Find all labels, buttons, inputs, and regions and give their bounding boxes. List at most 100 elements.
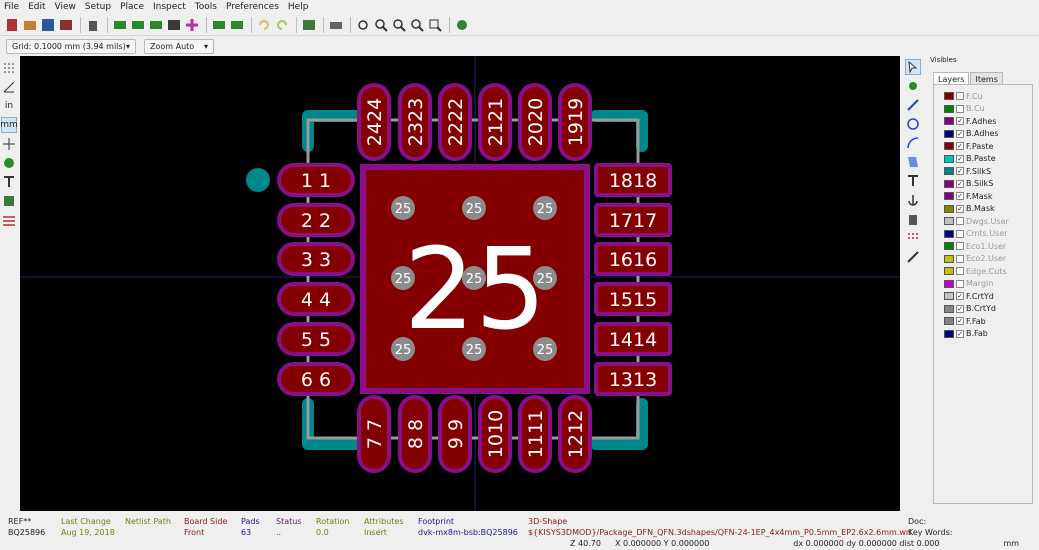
- pad[interactable]: 8 8: [398, 395, 432, 473]
- pad[interactable]: 1313: [594, 362, 672, 396]
- library-icon[interactable]: [58, 17, 74, 33]
- layer-row[interactable]: Margin: [934, 278, 1032, 291]
- layer-color-swatch[interactable]: [944, 104, 954, 113]
- pad[interactable]: 2222: [438, 83, 472, 161]
- layer-visibility-checkbox[interactable]: [956, 279, 964, 288]
- add-arc-icon[interactable]: [905, 135, 921, 151]
- layer-visibility-checkbox[interactable]: ✓: [956, 129, 964, 138]
- cursor-shape-icon[interactable]: [1, 136, 17, 152]
- layer-color-swatch[interactable]: [944, 129, 954, 138]
- layer-color-swatch[interactable]: [944, 317, 954, 326]
- inch-units-button[interactable]: in: [1, 98, 17, 114]
- layer-row[interactable]: Cmts.User: [934, 228, 1032, 241]
- layer-color-swatch[interactable]: [944, 142, 954, 151]
- layer-visibility-checkbox[interactable]: [956, 229, 964, 238]
- layer-color-swatch[interactable]: [944, 267, 954, 276]
- layer-row[interactable]: B.Cu: [934, 103, 1032, 116]
- layer-row[interactable]: F.Cu: [934, 90, 1032, 103]
- text-sketch-icon[interactable]: [1, 174, 17, 190]
- menu-inspect[interactable]: Inspect: [153, 2, 186, 12]
- add-line-icon[interactable]: [905, 97, 921, 113]
- layer-color-swatch[interactable]: [944, 117, 954, 126]
- pad[interactable]: 3 3: [277, 242, 355, 276]
- load-footprint-icon[interactable]: [112, 17, 128, 33]
- pad[interactable]: 1818: [594, 163, 672, 197]
- load-board-icon[interactable]: [211, 17, 227, 33]
- layer-visibility-checkbox[interactable]: ✓: [956, 192, 964, 201]
- add-icon[interactable]: [184, 17, 200, 33]
- pad[interactable]: 1717: [594, 203, 672, 237]
- add-circle-icon[interactable]: [905, 116, 921, 132]
- pad[interactable]: 1212: [558, 395, 592, 473]
- layer-visibility-checkbox[interactable]: ✓: [956, 117, 964, 126]
- layer-visibility-checkbox[interactable]: ✓: [956, 179, 964, 188]
- pad[interactable]: 1616: [594, 242, 672, 276]
- menu-file[interactable]: File: [4, 2, 20, 12]
- pad-sketch-icon[interactable]: [1, 155, 17, 171]
- undo-icon[interactable]: [256, 17, 272, 33]
- add-text-icon[interactable]: [905, 173, 921, 189]
- zoom-out-icon[interactable]: [391, 17, 407, 33]
- check-footprint-icon[interactable]: [454, 17, 470, 33]
- pad[interactable]: 1111: [518, 395, 552, 473]
- delete-icon[interactable]: [85, 17, 101, 33]
- layer-color-swatch[interactable]: [944, 217, 954, 226]
- layer-color-swatch[interactable]: [944, 229, 954, 238]
- menu-setup[interactable]: Setup: [84, 2, 112, 12]
- grid-toggle-icon[interactable]: [1, 60, 17, 76]
- high-contrast-icon[interactable]: [1, 212, 17, 228]
- polar-coords-icon[interactable]: [1, 79, 17, 95]
- layer-visibility-checkbox[interactable]: ✓: [956, 329, 964, 338]
- layer-color-swatch[interactable]: [944, 179, 954, 188]
- layer-visibility-checkbox[interactable]: [956, 217, 964, 226]
- layer-color-swatch[interactable]: [944, 279, 954, 288]
- layer-row[interactable]: ✓F.Fab: [934, 315, 1032, 328]
- pad[interactable]: 2121: [478, 83, 512, 161]
- menu-help[interactable]: Help: [287, 2, 309, 12]
- menu-preferences[interactable]: Preferences: [225, 2, 279, 12]
- layer-row[interactable]: ✓F.Adhes: [934, 115, 1032, 128]
- layer-color-swatch[interactable]: [944, 304, 954, 313]
- layer-visibility-checkbox[interactable]: [956, 104, 964, 113]
- layer-color-swatch[interactable]: [944, 204, 954, 213]
- layer-color-swatch[interactable]: [944, 242, 954, 251]
- select-cursor-icon[interactable]: [905, 59, 921, 75]
- graphic-sketch-icon[interactable]: [1, 193, 17, 209]
- pad[interactable]: 2424: [357, 83, 391, 161]
- pad[interactable]: 1515: [594, 282, 672, 316]
- layer-color-swatch[interactable]: [944, 329, 954, 338]
- layer-row[interactable]: ✓F.Paste: [934, 140, 1032, 153]
- layer-visibility-checkbox[interactable]: ✓: [956, 154, 964, 163]
- save-board-icon[interactable]: [229, 17, 245, 33]
- layer-row[interactable]: ✓F.CrtYd: [934, 290, 1032, 303]
- layer-row[interactable]: ✓B.Adhes: [934, 128, 1032, 141]
- measure-icon[interactable]: [905, 249, 921, 265]
- layer-row[interactable]: ✓B.CrtYd: [934, 303, 1032, 316]
- grid-origin-icon[interactable]: [905, 230, 921, 246]
- pad[interactable]: 9 9: [438, 395, 472, 473]
- pad[interactable]: 2323: [398, 83, 432, 161]
- mm-units-button[interactable]: mm: [0, 117, 18, 133]
- zoom-fit-icon[interactable]: [409, 17, 425, 33]
- layer-row[interactable]: ✓F.Mask: [934, 190, 1032, 203]
- pad[interactable]: 2020: [518, 83, 552, 161]
- layer-row[interactable]: ✓B.Mask: [934, 203, 1032, 216]
- layer-row[interactable]: Dwgs.User: [934, 215, 1032, 228]
- save-footprint-icon[interactable]: [130, 17, 146, 33]
- layer-visibility-checkbox[interactable]: [956, 267, 964, 276]
- add-pad-icon[interactable]: [905, 78, 921, 94]
- zoom-in-icon[interactable]: [373, 17, 389, 33]
- layer-row[interactable]: Eco1.User: [934, 240, 1032, 253]
- menu-view[interactable]: View: [54, 2, 76, 12]
- layer-row[interactable]: Edge.Cuts: [934, 265, 1032, 278]
- properties-icon[interactable]: [301, 17, 317, 33]
- pad[interactable]: 1414: [594, 322, 672, 356]
- export-footprint-icon[interactable]: [148, 17, 164, 33]
- layer-row[interactable]: ✓B.SilkS: [934, 178, 1032, 191]
- layer-visibility-checkbox[interactable]: [956, 92, 964, 101]
- layer-visibility-checkbox[interactable]: ✓: [956, 317, 964, 326]
- save-icon[interactable]: [40, 17, 56, 33]
- anchor-icon[interactable]: [905, 192, 921, 208]
- menu-place[interactable]: Place: [120, 2, 144, 12]
